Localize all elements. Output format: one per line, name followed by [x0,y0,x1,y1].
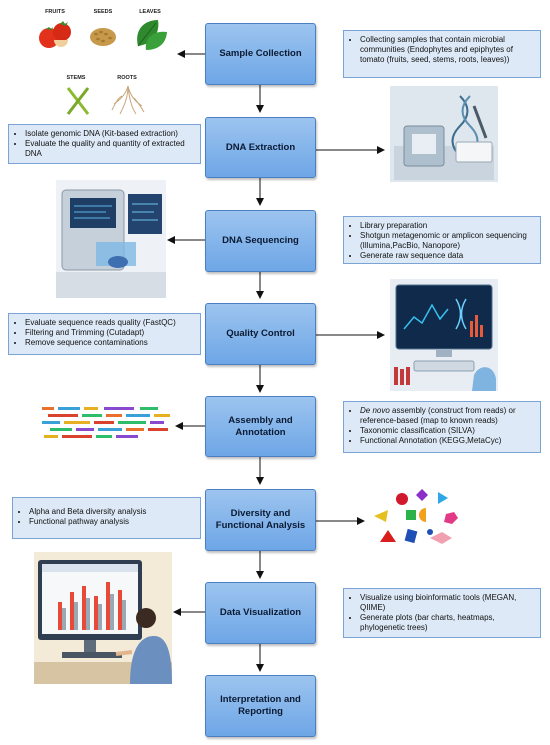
step-dna-extraction: DNA Extraction [205,117,316,178]
note-quality-control: Evaluate sequence reads quality (FastQC)… [8,313,201,355]
note-item: Alpha and Beta diversity analysis [29,507,194,517]
note-item: Remove sequence contaminations [25,338,194,348]
tomato-fruits-icon [39,21,71,48]
diversity-shapes-illustration [374,489,458,544]
label-stems: STEMS [66,75,86,81]
note-sample-collection: Collecting samples that contain microbia… [343,30,541,78]
label-roots: ROOTS [117,75,137,81]
note-item: Collecting samples that contain microbia… [360,35,534,65]
note-item: Generate plots (bar charts, heatmaps, ph… [360,613,534,633]
qc-monitor-illustration [390,279,498,391]
assembly-reads-illustration [42,407,170,438]
step-interpretation-reporting: Interpretation and Reporting [205,675,316,737]
note-data-visualization: Visualize using bioinformatic tools (MEG… [343,588,541,638]
note-dna-extraction: Isolate genomic DNA (Kit-based extractio… [8,124,201,164]
label-leaves: LEAVES [139,9,161,15]
note-emphasis: De novo [360,406,390,415]
note-item: Isolate genomic DNA (Kit-based extractio… [25,129,194,139]
step-sample-collection: Sample Collection [205,23,316,85]
note-item: Visualize using bioinformatic tools (MEG… [360,593,534,613]
sequencing-machine-illustration [56,180,166,298]
note-item: Evaluate the quality and quantity of ext… [25,139,194,159]
lab-extraction-illustration [390,86,498,182]
note-item: Functional pathway analysis [29,517,194,527]
note-item: Functional Annotation (KEGG,MetaCyc) [360,436,534,446]
step-assembly-annotation: Assembly and Annotation [205,396,316,457]
note-text: assembly (construct from reads) or refer… [360,406,516,425]
note-item: Shotgun metagenomic or amplicon sequenci… [360,231,534,251]
roots-icon [111,85,145,115]
note-item: Filtering and Trimming (Cutadapt) [25,328,194,338]
leaves-icon [137,20,167,50]
visualization-person-illustration [34,552,172,684]
note-diversity: Alpha and Beta diversity analysis Functi… [12,497,201,539]
step-data-visualization: Data Visualization [205,582,316,644]
stems-icon [66,87,90,115]
note-item: De novo assembly (construct from reads) … [360,406,534,426]
note-item: Taxonomic classification (SILVA) [360,426,534,436]
note-assembly-annotation: De novo assembly (construct from reads) … [343,401,541,453]
note-item: Generate raw sequence data [360,251,534,261]
step-dna-sequencing: DNA Sequencing [205,210,316,272]
step-quality-control: Quality Control [205,303,316,365]
step-diversity-functional-analysis: Diversity and Functional Analysis [205,489,316,551]
label-fruits: FRUITS [45,9,65,15]
seeds-icon [90,28,116,46]
note-item: Evaluate sequence reads quality (FastQC) [25,318,194,328]
note-dna-sequencing: Library preparation Shotgun metagenomic … [343,216,541,264]
note-item: Library preparation [360,221,534,231]
label-seeds: SEEDS [93,9,113,15]
